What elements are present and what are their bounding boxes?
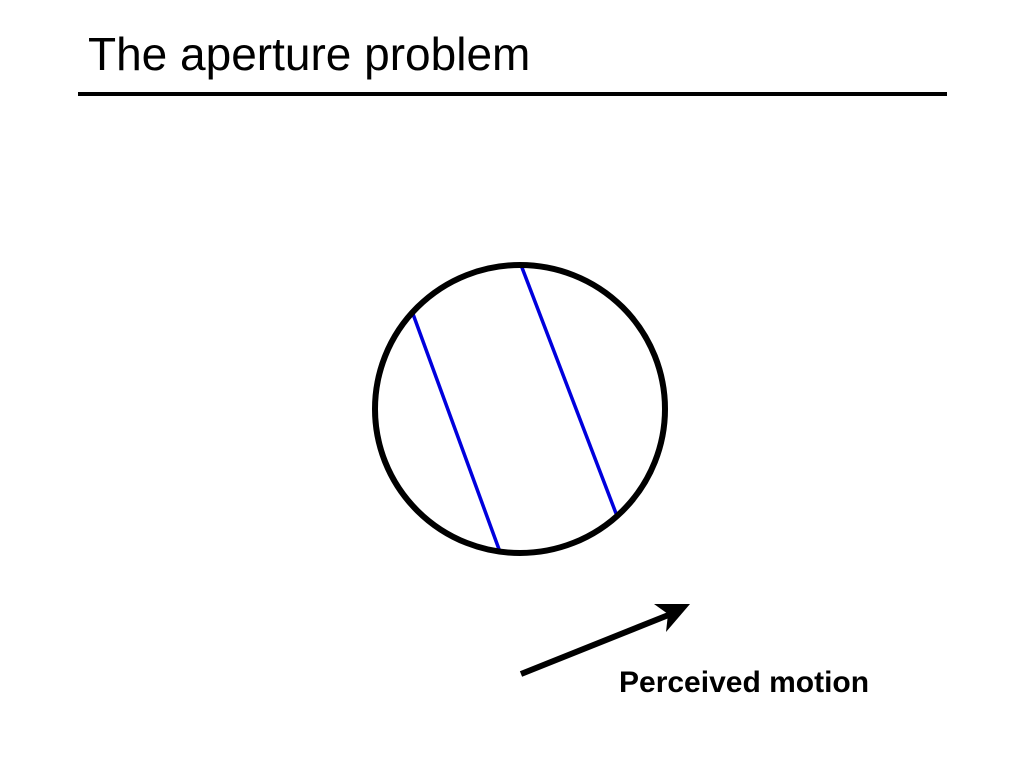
grating-line-left <box>411 313 502 553</box>
motion-arrow-shaft <box>519 609 678 677</box>
slide-title: The aperture problem <box>88 28 531 80</box>
grating-line-right <box>519 264 619 517</box>
title-underline <box>78 92 947 96</box>
motion-arrow-head <box>654 604 690 632</box>
perceived-motion-label: Perceived motion <box>619 666 870 699</box>
aperture-circle <box>372 262 668 556</box>
